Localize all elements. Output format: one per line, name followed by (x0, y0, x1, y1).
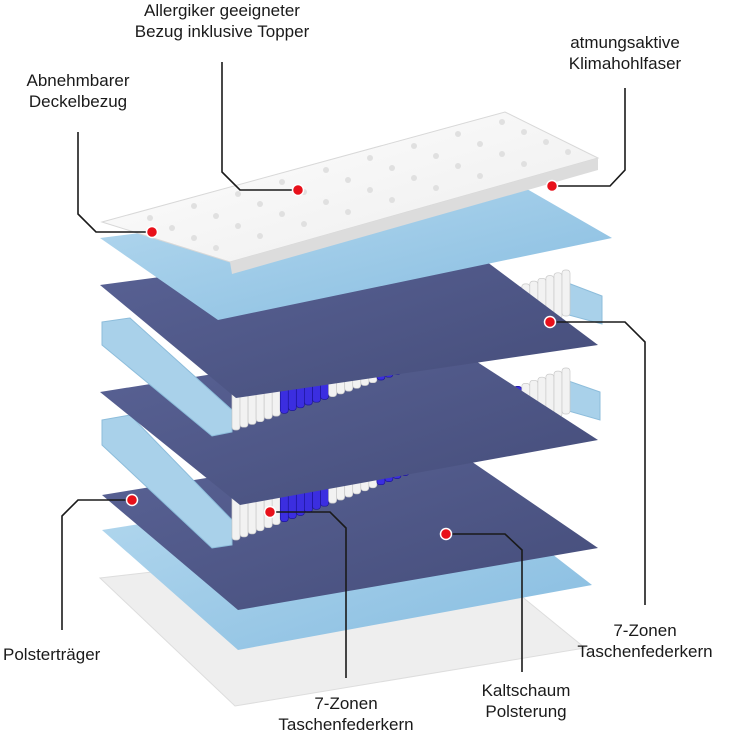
quilting-stitch (455, 131, 461, 137)
label-spring-core-right-line1: 7-Zonen (613, 621, 677, 640)
label-cold-foam-line1: Kaltschaum (481, 681, 571, 700)
quilting-stitch (433, 185, 439, 191)
spring-cell-white (553, 370, 563, 418)
marker-dot-spring-core-bottom (263, 505, 277, 519)
label-breathable-fiber-line2: Klimahohlfaser (568, 54, 682, 73)
leader-line-removable-cover (77, 132, 152, 233)
topper (100, 111, 600, 274)
quilting-stitch (367, 187, 373, 193)
quilting-stitch (257, 233, 263, 239)
quilting-stitch (169, 225, 175, 231)
quilting-stitch (345, 209, 351, 215)
quilting-stitch (411, 143, 417, 149)
label-removable-cover: Abnehmbarer Deckelbezug (8, 70, 148, 112)
quilting-stitch (279, 211, 285, 217)
marker-dot-cold-foam (439, 527, 453, 541)
quilting-stitch (389, 165, 395, 171)
marker-dot-allergy-cover (291, 183, 305, 197)
label-spring-core-right-line2: Taschenfederkern (577, 642, 713, 661)
quilting-stitch (213, 213, 219, 219)
quilting-stitch (389, 197, 395, 203)
leader-line-spring-core-bottom (270, 511, 347, 678)
leader-line-breathable-fiber (552, 88, 626, 187)
quilting-stitch (279, 179, 285, 185)
leader-line-spring-core-right (550, 321, 646, 605)
quilting-stitch (235, 191, 241, 197)
label-allergy-cover: Allergiker geeigneter Bezug inklusive To… (100, 0, 344, 42)
label-cold-foam-line2: Polsterung (485, 702, 567, 721)
quilting-stitch (477, 141, 483, 147)
label-pad-carrier: Polsterträger (3, 645, 101, 664)
label-allergy-cover-line2: Bezug inklusive Topper (134, 22, 310, 41)
upper-foam-frame-left (101, 317, 233, 437)
quilting-stitch (499, 151, 505, 157)
label-cold-foam: Kaltschaum Polsterung (446, 680, 606, 722)
label-removable-cover-line1: Abnehmbarer (26, 71, 130, 90)
quilting-stitch (257, 201, 263, 207)
marker-dot-pad-carrier (125, 493, 139, 507)
quilting-stitch (323, 167, 329, 173)
label-breathable-fiber: atmungsaktive Klimahohlfaser (545, 32, 705, 74)
leader-line-pad-carrier (61, 499, 132, 630)
spring-cell-white (561, 269, 571, 317)
label-spring-core-bottom-line1: 7-Zonen (314, 694, 378, 713)
quilting-stitch (543, 139, 549, 145)
label-allergy-cover-line1: Allergiker geeigneter (144, 1, 300, 20)
quilting-stitch (191, 235, 197, 241)
quilting-stitch (235, 223, 241, 229)
quilting-stitch (411, 175, 417, 181)
quilting-stitch (521, 161, 527, 167)
quilting-stitch (367, 155, 373, 161)
label-spring-core-bottom: 7-Zonen Taschenfederkern (258, 693, 434, 735)
label-spring-core-right: 7-Zonen Taschenfederkern (560, 620, 730, 662)
label-spring-core-bottom-line2: Taschenfederkern (278, 715, 414, 734)
quilting-stitch (455, 163, 461, 169)
quilting-stitch (521, 129, 527, 135)
quilting-stitch (213, 245, 219, 251)
upper-blue-layer (100, 185, 612, 320)
topper-quilting (147, 119, 571, 251)
quilting-stitch (323, 199, 329, 205)
quilting-stitch (147, 215, 153, 221)
quilting-stitch (565, 149, 571, 155)
spring-cell-white (553, 272, 563, 320)
leader-line-allergy-cover (221, 62, 298, 191)
topper-side-edge (230, 158, 598, 274)
spring-cell-white (561, 367, 571, 415)
quilting-stitch (477, 173, 483, 179)
quilting-stitch (345, 177, 351, 183)
leader-line-cold-foam (446, 533, 523, 672)
quilting-stitch (191, 203, 197, 209)
marker-dot-breathable-fiber (545, 179, 559, 193)
quilting-stitch (301, 221, 307, 227)
label-removable-cover-line2: Deckelbezug (28, 92, 128, 111)
marker-dot-removable-cover (145, 225, 159, 239)
quilting-stitch (499, 119, 505, 125)
marker-dot-spring-core-right (543, 315, 557, 329)
label-breathable-fiber-line1: atmungsaktive (570, 33, 680, 52)
quilting-stitch (433, 153, 439, 159)
